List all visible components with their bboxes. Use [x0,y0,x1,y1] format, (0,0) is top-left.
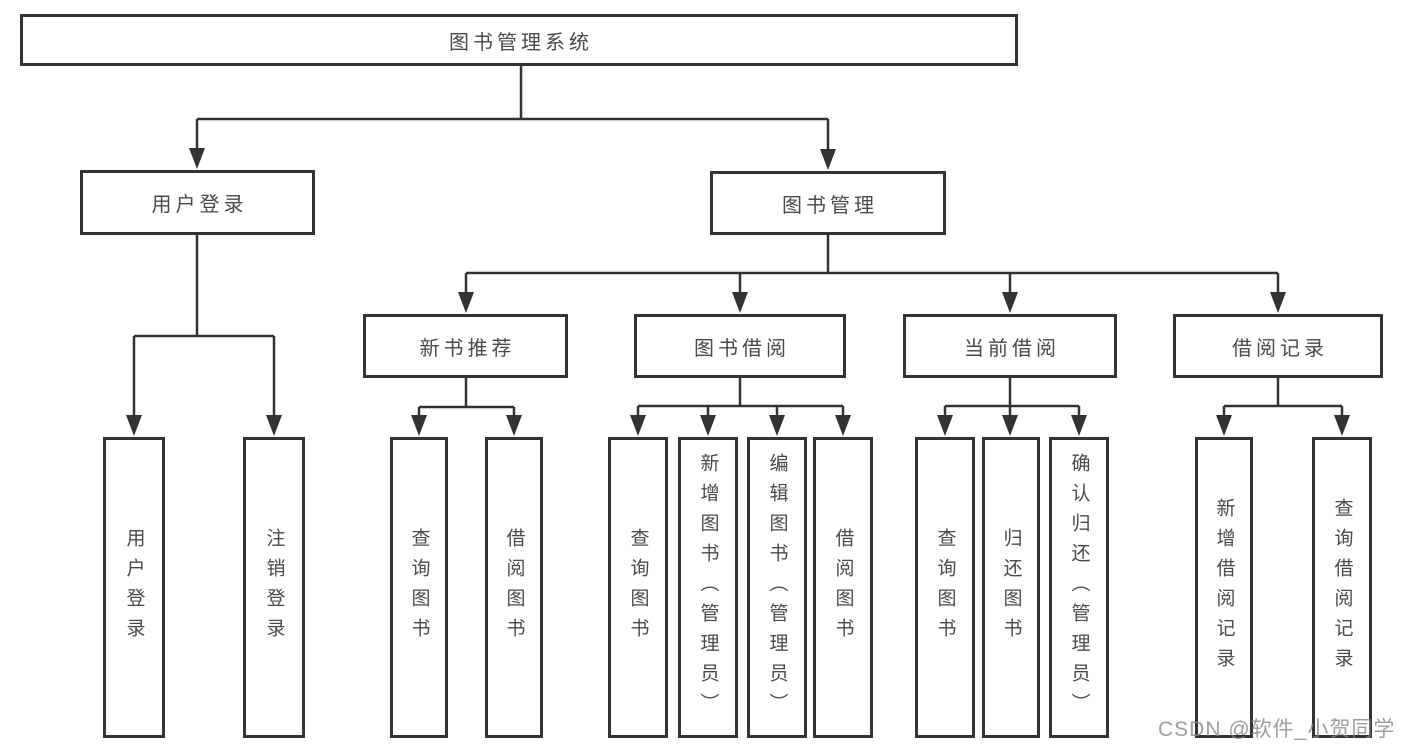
leaf-newbook-borrow-books-label: 借阅图书 [503,527,525,648]
leaf-newbook-borrow-books: 借阅图书 [485,437,543,738]
leaf-records-query-borrow-record-label: 查询借阅记录 [1331,497,1353,678]
leaf-logout: 注销登录 [243,437,305,738]
node-borrowing-records: 借阅记录 [1173,314,1383,378]
leaf-current-confirm-return-admin: 确认归还（管理员） [1049,437,1109,738]
leaf-user-login: 用户登录 [103,437,165,738]
node-library-management-system: 图书管理系统 [20,14,1018,66]
leaf-borrow-add-books-admin-label: 新增图书（管理员） [697,452,719,723]
node-current-borrowing: 当前借阅 [903,314,1117,378]
leaf-newbook-query-books: 查询图书 [390,437,448,738]
leaf-current-query-books-label: 查询图书 [934,527,956,648]
node-user-login: 用户登录 [80,170,315,235]
leaf-current-return-books: 归还图书 [982,437,1040,738]
leaf-records-add-borrow-record-label: 新增借阅记录 [1213,497,1235,678]
leaf-newbook-query-books-label: 查询图书 [408,527,430,648]
csdn-watermark: CSDN @软件_小贺同学 [1158,718,1396,741]
leaf-borrow-query-books-label: 查询图书 [627,527,649,648]
node-book-borrowing: 图书借阅 [634,314,846,378]
leaf-borrow-query-books: 查询图书 [608,437,668,738]
leaf-records-add-borrow-record: 新增借阅记录 [1195,437,1253,738]
leaf-logout-label: 注销登录 [263,527,285,648]
leaf-current-confirm-return-admin-label: 确认归还（管理员） [1068,452,1090,723]
leaf-borrow-borrow-books: 借阅图书 [813,437,873,738]
leaf-current-query-books: 查询图书 [915,437,975,738]
node-book-management: 图书管理 [710,171,946,235]
leaf-borrow-borrow-books-label: 借阅图书 [832,527,854,648]
leaf-records-query-borrow-record: 查询借阅记录 [1312,437,1372,738]
leaf-borrow-edit-books-admin-label: 编辑图书（管理员） [766,452,788,723]
leaf-borrow-add-books-admin: 新增图书（管理员） [678,437,738,738]
node-new-book-recommendation: 新书推荐 [363,314,568,378]
leaf-current-return-books-label: 归还图书 [1000,527,1022,648]
leaf-user-login-label: 用户登录 [123,527,145,648]
leaf-borrow-edit-books-admin: 编辑图书（管理员） [747,437,807,738]
